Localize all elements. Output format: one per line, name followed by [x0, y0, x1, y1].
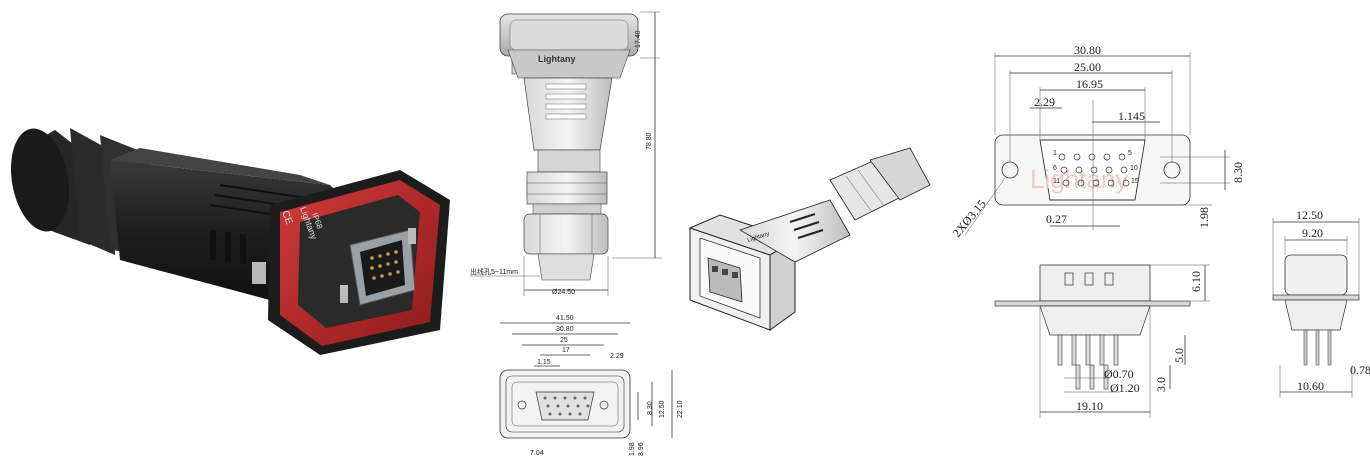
pin-label-6: 6	[1053, 165, 1057, 172]
pin-watermark: Lightany	[1030, 164, 1128, 194]
dim-front-w3: 25	[560, 337, 568, 344]
dim-diameter: Ø24.50	[552, 289, 575, 296]
dim-profile-w: 19.10	[1076, 399, 1103, 413]
dim-end-t: 0.78	[1350, 363, 1370, 377]
pin-label-5: 5	[1128, 150, 1132, 157]
dim-profile-d1: Ø0.70	[1104, 367, 1134, 381]
dim-front-b1: 7.04	[530, 450, 544, 457]
pin-label-1: 1	[1053, 150, 1057, 157]
front-view-drawing: 41.50 30.80 25 17 1.15 2.29 8.30 12.50 2…	[499, 315, 684, 457]
dim-pin-w3: 16.95	[1076, 77, 1103, 91]
dim-front-h3: 22.10	[677, 400, 684, 418]
dim-total-length: 78.80	[646, 132, 653, 150]
dim-front-w2: 30.80	[556, 326, 574, 333]
connector-3d-render: Lightany	[688, 147, 931, 331]
dim-profile-h3: 3.0	[1154, 377, 1168, 392]
profile-drawing: 6.10 5.0 3.0 Ø0.70 Ø1.20 19.10	[994, 264, 1210, 418]
dim-end-w1: 12.50	[1296, 208, 1323, 222]
dim-front-b2: 1.98	[629, 442, 636, 456]
dim-end-w2: 9.20	[1302, 226, 1323, 240]
dim-pin-h: 8.30	[1231, 162, 1245, 183]
side-brand-label: Lightany	[538, 54, 576, 64]
end-view-drawing: 12.50 9.20 10.60 0.78	[1272, 208, 1370, 398]
connector-product-render: Lightany CE IP68	[10, 128, 450, 355]
dim-pin-w2: 25.00	[1074, 60, 1101, 74]
dim-pin-hole: 2XØ3.15	[950, 197, 989, 240]
dim-cable-hole: 出线孔5~11mm	[470, 267, 518, 276]
pin-label-15: 15	[1131, 178, 1139, 185]
dim-top-height: 17.40	[635, 30, 642, 48]
side-view-drawing: Lightany 17.40 78.80 Ø24.50 出线孔5~11m	[470, 11, 662, 296]
dim-pin-w1: 30.80	[1074, 43, 1101, 57]
dim-pin-p2: 1.145	[1118, 109, 1145, 123]
dim-pin-s1: 0.27	[1046, 212, 1067, 226]
dim-front-w1: 41.50	[556, 315, 574, 322]
dim-front-h2: 12.50	[659, 400, 666, 418]
dim-profile-d2: Ø1.20	[1110, 381, 1140, 395]
dim-front-w5: 1.15	[537, 359, 551, 366]
dim-front-b3: 3.96	[638, 442, 645, 456]
dim-profile-h1: 6.10	[1189, 271, 1203, 292]
pin-layout-drawing: Lightany 1 5 6 10 11 15 30.80 25.00 16.9…	[950, 43, 1245, 240]
dim-front-w4: 17	[562, 347, 570, 354]
dim-end-w3: 10.60	[1297, 379, 1324, 393]
dim-pin-s2: 1.98	[1197, 207, 1211, 228]
pin-label-11: 11	[1053, 178, 1060, 185]
pin-label-10: 10	[1130, 165, 1138, 172]
dim-pin-p1: 2.29	[1034, 95, 1055, 109]
product-ce-mark: CE	[279, 209, 294, 226]
dim-front-h1: 8.30	[647, 401, 654, 415]
dim-profile-h2: 5.0	[1172, 348, 1186, 363]
dim-front-w6: 2.29	[610, 353, 624, 360]
